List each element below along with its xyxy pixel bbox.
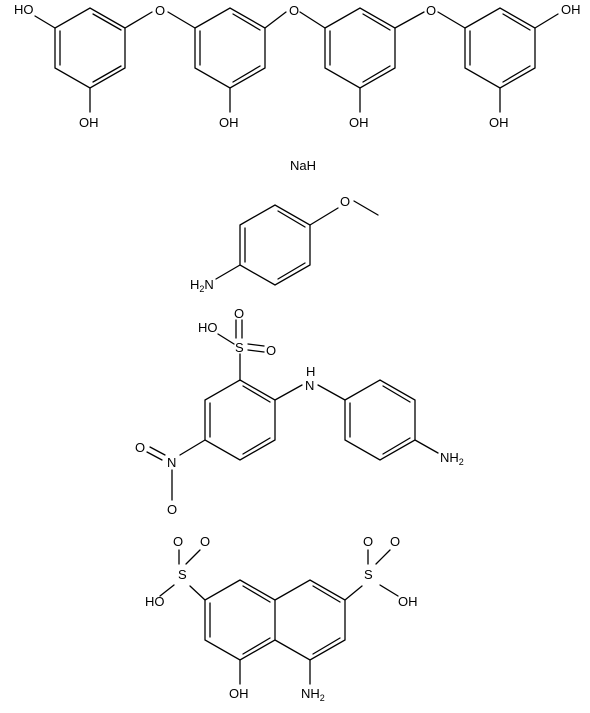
bond-left-s [189,585,206,601]
label-amine-n: N [305,378,314,393]
label-right-o1: O [363,534,373,549]
label-oh-ring-c: OH [349,115,369,130]
label-right-o2: O [390,534,400,549]
label-nh2-h-acid: NH2 [301,686,325,703]
bond-s-o-right [247,343,265,347]
label-left-o1: O [173,534,183,549]
label-amine: H2N [190,277,214,294]
label-oh-top-right: OH [561,2,581,17]
naphthalene-left-ring [204,579,276,661]
label-right-s: S [364,567,373,582]
label-nh2: NH2 [440,450,464,467]
bond-right-s-o2 [375,549,391,565]
label-sulfo-o-top: O [234,306,244,321]
label-ether-o-3: O [426,3,436,18]
label-left-ho: HO [145,594,165,609]
label-left-o2: O [200,534,210,549]
bond-nh-ring [317,384,346,401]
label-sulfo-o-right: O [266,343,276,358]
ring-c [324,7,396,89]
structure-sodium-hydride: NaH [290,158,316,173]
structure-h-acid: O O O O S S HO OH OH NH2 [145,534,418,703]
bond-right-s-oh [379,584,399,597]
substituent-bonds [34,11,559,113]
label-ether-o-1: O [155,3,165,18]
label-oh: OH [229,686,249,701]
bond-right-s [344,585,363,601]
bond-ring-nh2 [414,439,439,454]
bond-left-s-o2 [185,549,201,565]
structure-p-anisidine: O H2N [190,194,379,294]
label-ether-o-2: O [289,3,299,18]
label-amine-h: H [306,364,315,379]
structure-aminodiphenylamine-sulfonic-acid: HO S O O H N NH2 O N O [135,306,464,517]
label-nitro-n: N [167,455,176,470]
label-oh-ring-a: OH [79,115,99,130]
naphthalene-right-ring [274,579,346,661]
label-methoxy-o: O [340,194,350,209]
label-nitro-o-top: O [135,440,145,455]
label-ho-top-left: HO [14,2,34,17]
bond-nitro-o-up [149,446,166,456]
structure-tetraphenyl-ether-polyol: HO OH O OH O OH O OH OH [14,2,581,130]
label-right-oh: OH [398,594,418,609]
label-nah: NaH [290,158,316,173]
label-nitro-o-bottom: O [167,502,177,517]
bond-s-o-right-2 [247,349,265,353]
label-sulfo-ho: HO [198,320,218,335]
bond-nitro-o-up-2 [146,451,163,461]
label-sulfo-s: S [235,340,244,355]
label-left-s: S [178,567,187,582]
bond-s-oh [217,333,235,345]
ring-aminophenyl [344,379,416,461]
bond-ring-n [215,264,241,280]
ring-anisidine [239,204,311,286]
label-oh-ring-b: OH [219,115,239,130]
bond-o-methyl [353,200,379,216]
ring-nitro-sulfo [204,379,276,461]
bond-left-s-oh [159,584,175,597]
ring-b [194,7,266,89]
ring-d [464,7,536,89]
label-oh-ring-d: OH [489,115,509,130]
bond-ring-o [309,207,339,226]
bond-ring-nitro [179,439,206,456]
ring-a [54,7,126,89]
bond-ring-nh [274,384,303,401]
